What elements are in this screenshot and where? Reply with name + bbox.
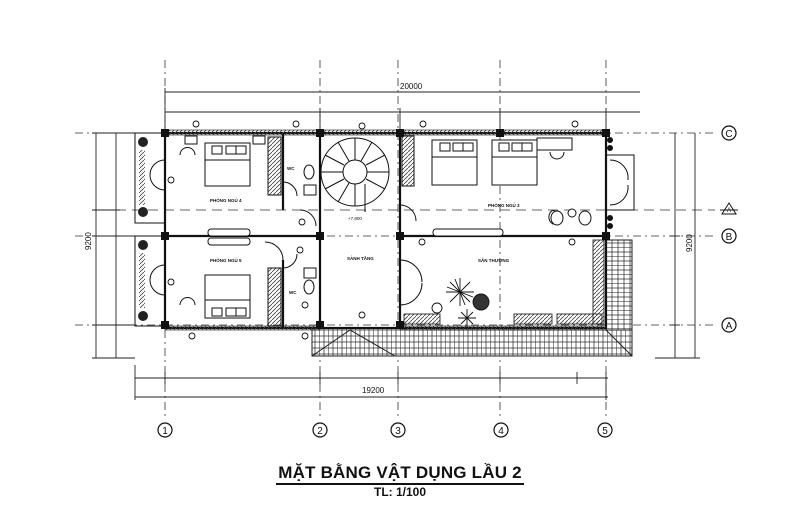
room-label-wc-lower: WC (289, 290, 297, 295)
section-marker (720, 202, 738, 215)
roof-hip-lines (311, 329, 396, 357)
left-balconies (134, 132, 166, 327)
grid-row-a: A (726, 321, 733, 332)
terrace-side-tiles (605, 239, 633, 331)
grid-row-c: C (725, 129, 732, 140)
right-balcony (605, 154, 635, 211)
drawing-title-text: MẶT BẰNG VẬT DỤNG LẦU 2 (276, 463, 524, 485)
terrace-plants (431, 278, 490, 327)
level-mark: +7.800 (348, 216, 362, 221)
ceiling-lights (167, 120, 579, 340)
top-dimension (164, 88, 640, 133)
room-label-bedroom-3: PHÒNG NGỦ 3 (488, 201, 520, 208)
wc-fixtures (282, 164, 317, 295)
bedroom-4-furniture (179, 135, 282, 237)
bottom-dimension (134, 365, 608, 400)
right-side-dimension: 9200 (685, 234, 694, 252)
grid-column-markers (157, 422, 613, 438)
spiral-staircase (320, 137, 390, 212)
room-label-floor-hall: SẢNH TẦNG (347, 255, 374, 261)
grid-row-markers (721, 125, 737, 333)
planter-shrubs-left (138, 137, 148, 321)
room-label-wc-upper: WC (287, 166, 295, 171)
terrace-planters (403, 239, 605, 325)
hall-doors (399, 135, 423, 306)
grid-column-1: 1 (162, 426, 168, 437)
grid-column-4: 4 (498, 426, 504, 437)
drawing-title: MẶT BẰNG VẬT DỤNG LẦU 2 (0, 463, 800, 485)
left-dimension (92, 132, 135, 359)
grid-column-3: 3 (395, 426, 401, 437)
room-label-terrace: SÂN THƯỢNG (478, 257, 510, 263)
bedroom-3-furniture (431, 137, 592, 237)
grid-column-2: 2 (317, 426, 323, 437)
bottom-overall-dimension: 19200 (362, 386, 385, 395)
grid-column-5: 5 (602, 426, 608, 437)
room-label-bedroom-5: PHÒNG NGỦ 5 (210, 256, 242, 263)
grid-row-b: B (726, 232, 733, 243)
top-overall-dimension: 20000 (400, 82, 423, 91)
left-side-dimension: 9200 (84, 232, 93, 250)
right-balcony-shrubs (607, 137, 613, 229)
right-dimension (655, 133, 700, 359)
drawing-scale: TL: 1/100 (373, 485, 427, 499)
terrace-parapet-tiles (311, 327, 633, 357)
room-label-bedroom-4: PHÒNG NGỦ 4 (210, 196, 242, 203)
section-marker-label: A (727, 208, 731, 214)
bedroom-5-furniture (179, 237, 284, 327)
